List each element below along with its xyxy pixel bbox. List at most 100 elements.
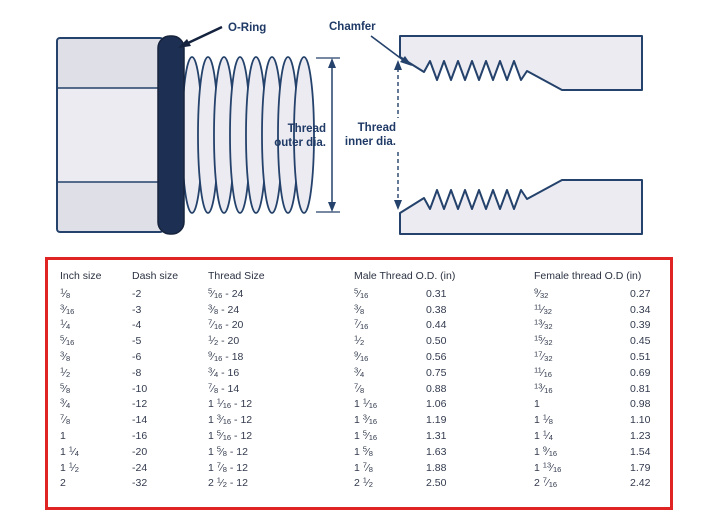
chamfer-label: Chamfer xyxy=(329,21,376,33)
cell-male-od-fraction: 3⁄4 xyxy=(354,365,365,379)
label-backing xyxy=(338,118,400,149)
cell-thread-size: 9⁄16 - 18 xyxy=(208,349,244,364)
cell-thread-size: 3⁄4 - 16 xyxy=(208,365,240,379)
thread-outer-dimension: Thread outer dia. xyxy=(274,57,340,213)
cell-male-od-fraction: 1 5⁄8 xyxy=(354,444,373,458)
cell-male-od-decimal: 0.44 xyxy=(426,319,447,332)
cell-male-od-decimal: 1.31 xyxy=(426,430,447,443)
male-fitting xyxy=(56,35,315,235)
chamfer-callout: Chamfer xyxy=(329,21,412,66)
cell-dash-size: -32 xyxy=(132,477,148,490)
cell-female-od-fraction: 2 7⁄16 xyxy=(534,476,558,490)
thread-outer-label-line1: Thread xyxy=(288,123,326,135)
cell-male-od-fraction: 1 7⁄8 xyxy=(354,460,373,474)
cell-thread-size: 1 5⁄16 - 12 xyxy=(208,428,253,443)
cell-dash-size: -6 xyxy=(132,351,142,364)
cell-inch-size: 1 1⁄2 xyxy=(60,460,79,474)
o-ring-callout: O-Ring xyxy=(178,22,266,48)
cell-thread-size: 1 5⁄8 - 12 xyxy=(208,444,248,458)
cell-female-od-fraction: 13⁄32 xyxy=(534,318,553,332)
table-header-row: Inch size Dash size Thread Size Male Thr… xyxy=(60,268,664,284)
cell-female-od-decimal: 0.81 xyxy=(630,382,651,395)
o-ring-arrow-line xyxy=(187,25,223,45)
header-male-od: Male Thread O.D. (in) xyxy=(354,270,456,282)
cell-female-od-fraction: 1 1⁄8 xyxy=(534,412,553,427)
cell-male-od-decimal: 0.38 xyxy=(426,303,447,316)
table-row: 5⁄16 -5 1⁄2 - 20 1⁄2 0.50 15⁄32 0.45 xyxy=(60,333,664,349)
cell-thread-size: 7⁄16 - 20 xyxy=(208,318,244,332)
cell-male-od-fraction: 1 5⁄16 xyxy=(354,428,378,443)
cell-female-od-decimal: 1.10 xyxy=(630,414,651,427)
cell-female-od-decimal: 1.79 xyxy=(630,461,651,474)
cell-female-od-decimal: 0.27 xyxy=(630,287,651,300)
cell-female-od-decimal: 1.54 xyxy=(630,445,651,458)
cell-male-od-decimal: 0.50 xyxy=(426,335,447,348)
cell-female-od-fraction: 17⁄32 xyxy=(534,349,553,364)
cell-female-od-fraction: 1 9⁄16 xyxy=(534,444,558,458)
cell-female-od-fraction: 9⁄32 xyxy=(534,286,549,301)
thread-inner-label-line1: Thread xyxy=(358,122,396,134)
cell-inch-size: 2 xyxy=(60,477,66,490)
cell-thread-size: 5⁄16 - 24 xyxy=(208,286,244,301)
o-ring-label: O-Ring xyxy=(228,22,266,34)
header-female-od: Female thread O.D (in) xyxy=(534,270,642,282)
cell-inch-size: 5⁄16 xyxy=(60,333,75,348)
cell-inch-size: 5⁄8 xyxy=(60,381,71,395)
thread-inner-dimension: Thread inner dia. xyxy=(338,60,402,210)
cell-male-od-fraction: 1⁄2 xyxy=(354,333,365,348)
cell-thread-size: 2 1⁄2 - 12 xyxy=(208,476,248,490)
cell-inch-size: 3⁄16 xyxy=(60,302,75,316)
cell-dash-size: -5 xyxy=(132,335,142,348)
cell-male-od-decimal: 1.63 xyxy=(426,445,447,458)
cell-male-od-decimal: 1.19 xyxy=(426,414,447,427)
cell-dash-size: -24 xyxy=(132,461,148,474)
male-threads xyxy=(181,56,315,214)
cell-male-od-fraction: 1 1⁄16 xyxy=(354,397,378,411)
thread-inner-label-line2: inner dia. xyxy=(345,136,396,148)
cell-male-od-decimal: 0.75 xyxy=(426,366,447,379)
cell-thread-size: 1 1⁄16 - 12 xyxy=(208,397,253,411)
cell-dash-size: -4 xyxy=(132,319,142,332)
cell-dash-size: -2 xyxy=(132,287,142,300)
cell-inch-size: 7⁄8 xyxy=(60,412,71,427)
o-ring xyxy=(157,35,185,235)
cell-female-od-fraction: 1 1⁄4 xyxy=(534,428,553,443)
cell-female-od-decimal: 0.45 xyxy=(630,335,651,348)
dim-arrow-down-icon xyxy=(394,200,402,210)
cell-female-od-decimal: 0.51 xyxy=(630,351,651,364)
cell-inch-size: 1⁄4 xyxy=(60,318,71,332)
cell-thread-size: 1 3⁄16 - 12 xyxy=(208,412,253,427)
cell-female-od-fraction: 15⁄32 xyxy=(534,333,553,348)
o-ring-arrowhead-icon xyxy=(178,39,191,48)
dim-arrow-up-icon xyxy=(394,60,402,70)
hex-facet-top xyxy=(57,38,163,88)
cell-dash-size: -14 xyxy=(132,414,148,427)
hex-facet-bottom xyxy=(57,182,163,232)
cell-female-od-decimal: 1.23 xyxy=(630,430,651,443)
cell-female-od-decimal: 0.98 xyxy=(630,398,651,411)
chamfer-arrowhead-icon xyxy=(400,56,412,66)
cell-inch-size: 3⁄4 xyxy=(60,397,71,411)
cell-female-od-fraction: 11⁄32 xyxy=(534,302,553,316)
cell-female-od-fraction: 13⁄16 xyxy=(534,381,553,395)
cell-dash-size: -8 xyxy=(132,366,142,379)
cell-inch-size: 3⁄8 xyxy=(60,349,71,364)
cell-male-od-fraction: 2 1⁄2 xyxy=(354,476,373,490)
cell-female-od-fraction: 11⁄16 xyxy=(534,365,553,379)
cell-thread-size: 1 7⁄8 - 12 xyxy=(208,460,248,474)
cell-male-od-decimal: 2.50 xyxy=(426,477,447,490)
header-thread-size: Thread Size xyxy=(208,270,265,282)
chamfer-arrow-line xyxy=(370,35,404,61)
cell-female-od-fraction: 1 xyxy=(534,398,540,411)
cell-thread-size: 1⁄2 - 20 xyxy=(208,333,240,348)
cell-inch-size: 1⁄8 xyxy=(60,286,71,301)
cell-female-od-fraction: 1 13⁄16 xyxy=(534,460,562,474)
